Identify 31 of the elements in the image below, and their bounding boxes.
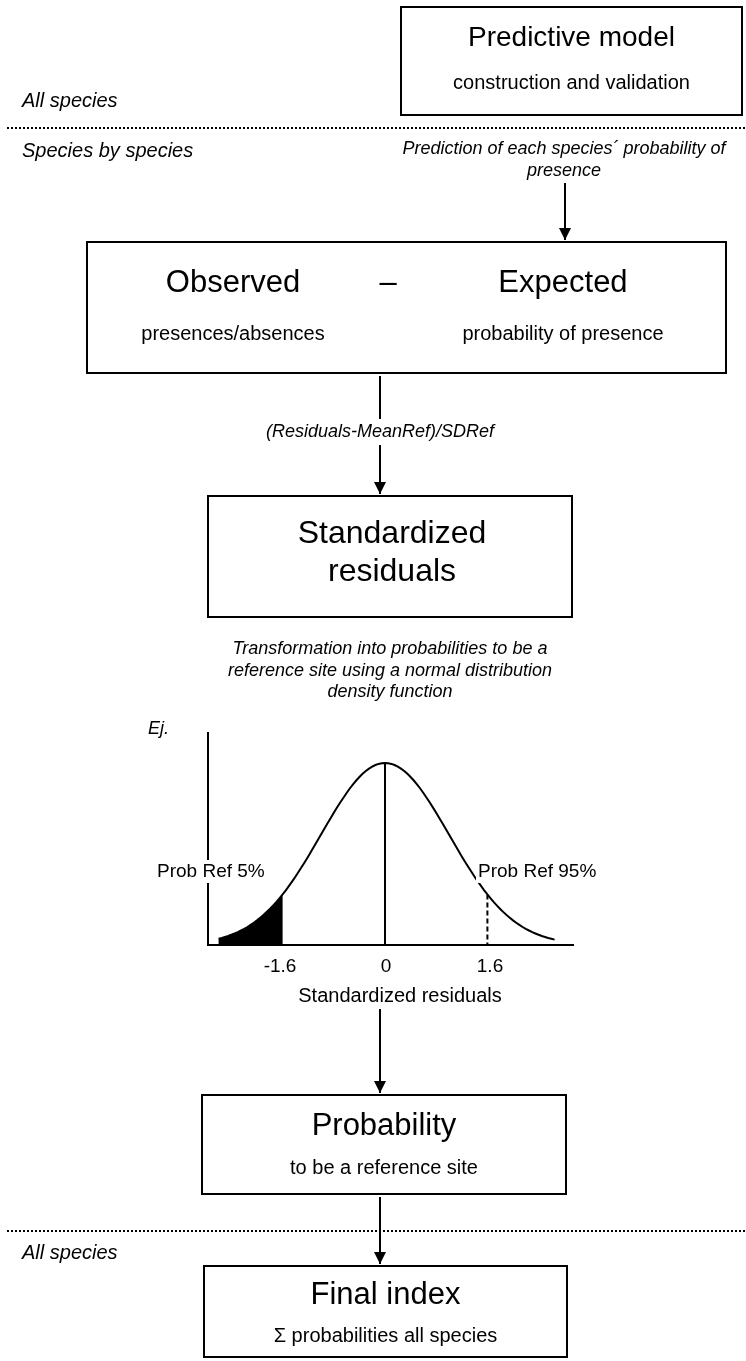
tick-label: 0 [379, 955, 393, 978]
box-title: Predictive model [467, 20, 676, 54]
step-note: Prediction of each species´ probability of presence [383, 138, 745, 182]
step-note: Transformation into probabilities to be a reference site using a normal distribution density function [226, 638, 554, 703]
process-box [207, 495, 573, 618]
box-title: Observed [164, 263, 302, 301]
arrow [374, 1008, 386, 1094]
arrow [559, 182, 571, 241]
box-text: construction and validation [452, 70, 691, 94]
box-title: Final index [309, 1275, 462, 1313]
section-label: Species by species [22, 138, 194, 162]
arrow [374, 1196, 386, 1265]
section-label: All species [22, 88, 118, 112]
process-box [400, 6, 743, 116]
axis-title: Standardized residuals [240, 983, 560, 1007]
example-label: Ej. [148, 718, 169, 740]
box-text: probability of presence [461, 321, 665, 345]
box-title: Expected [497, 263, 629, 301]
section-label: All species [22, 1240, 118, 1264]
box-text: to be a reference site [289, 1155, 479, 1179]
tick-label: 1.6 [475, 955, 505, 978]
box-title: – [378, 263, 398, 301]
box-text: presences/absences [140, 321, 326, 345]
box-title: Probability [310, 1106, 458, 1144]
process-box [201, 1094, 567, 1195]
process-box [86, 241, 727, 374]
tick-label: -1.6 [262, 955, 298, 978]
box-title: Standardized residuals [296, 513, 488, 590]
process-box [203, 1265, 568, 1358]
box-text: Σ probabilities all species [272, 1323, 499, 1347]
area-label: Prob Ref 5% [155, 860, 267, 883]
